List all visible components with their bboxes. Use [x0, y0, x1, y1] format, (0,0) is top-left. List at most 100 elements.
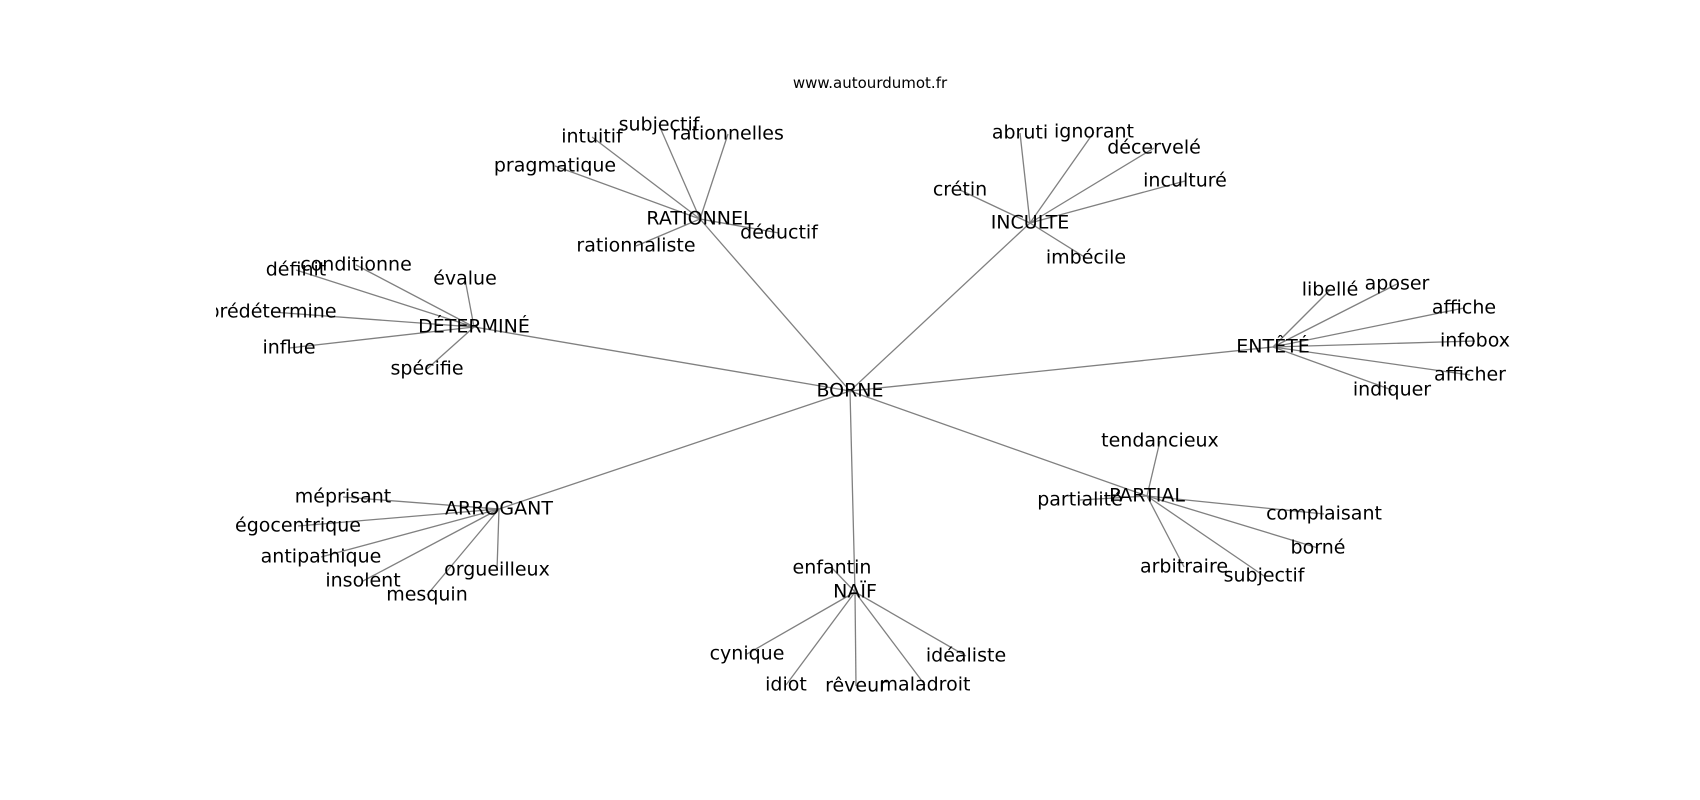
node-cluster-rationnel[interactable]: RATIONNEL — [646, 208, 754, 230]
edge-borne-naif — [849, 390, 856, 593]
edge-inculte-ignorant — [1029, 131, 1095, 224]
edge-borne-entete — [849, 346, 1274, 392]
edge-rationnel-subjectif-1 — [658, 124, 701, 220]
edge-borne-determine — [473, 326, 851, 392]
edge-entete-afficher — [1272, 346, 1471, 376]
node-center-borne[interactable]: BORNE — [816, 380, 883, 402]
node-leaf-tendancieux[interactable]: tendancieux — [1101, 430, 1219, 452]
node-leaf-cretin[interactable]: crétin — [933, 179, 987, 201]
node-leaf-mesquin[interactable]: mesquin — [386, 584, 468, 606]
edge-rationnel-deductif — [699, 218, 780, 234]
edge-determine-conditionne — [355, 264, 475, 328]
edge-rationnel-rationnaliste — [635, 218, 701, 247]
node-leaf-influe[interactable]: influe — [262, 337, 315, 359]
edge-inculte-inculture — [1029, 180, 1186, 224]
edge-entete-indiquer — [1272, 346, 1393, 391]
node-leaf-borne[interactable]: borné — [1291, 537, 1346, 559]
node-leaf-reveur[interactable]: rêveur — [825, 675, 887, 697]
edge-rationnel-intuitif — [591, 136, 701, 220]
node-leaf-deductif[interactable]: déductif — [740, 222, 819, 244]
node-leaf-abruti[interactable]: abruti — [992, 122, 1048, 144]
edge-entete-libelle — [1272, 289, 1331, 348]
node-leaf-indiquer[interactable]: indiquer — [1353, 379, 1431, 401]
node-leaf-enfantin[interactable]: enfantin — [793, 557, 872, 579]
node-leaf-rationnaliste[interactable]: rationnaliste — [576, 235, 695, 257]
site-url-label: www.autourdumot.fr — [793, 74, 948, 92]
edge-partial-tendancieux — [1146, 440, 1161, 497]
edge-borne-rationnel — [699, 218, 851, 392]
edge-partial-subjectif-2 — [1146, 495, 1265, 577]
edge-arrogant-insolent — [362, 508, 500, 582]
node-leaf-conditionne[interactable]: conditionne — [300, 254, 412, 276]
edge-borne-partial — [849, 390, 1148, 497]
edge-determine-specifie — [426, 326, 475, 370]
node-leaf-definit[interactable]: définit — [266, 259, 327, 281]
node-leaf-complaisant[interactable]: complaisant — [1266, 503, 1382, 525]
node-leaf-partialite[interactable]: partialité — [1037, 489, 1123, 511]
node-cluster-inculte[interactable]: INCULTE — [991, 212, 1070, 234]
edge-partial-borne — [1146, 495, 1319, 549]
edge-arrogant-meprisant — [342, 496, 500, 510]
edge-determine-influe — [288, 326, 475, 349]
edge-entete-affiche — [1272, 307, 1465, 348]
node-leaf-afficher[interactable]: afficher — [1434, 364, 1506, 386]
edge-partial-arbitraire — [1146, 495, 1185, 568]
node-leaf-aposer[interactable]: aposer — [1365, 273, 1430, 295]
node-leaf-subjectif-1[interactable]: subjectif — [619, 114, 701, 136]
node-cluster-entete[interactable]: ENTÊTÉ — [1236, 335, 1309, 358]
edge-arrogant-mesquin — [426, 508, 500, 596]
node-leaf-decervele[interactable]: décervelé — [1107, 137, 1201, 159]
node-leaf-rationnelles[interactable]: rationnelles — [672, 123, 784, 145]
edge-naif-idealiste — [854, 591, 967, 657]
node-leaf-predetermine[interactable]: prédétermine — [207, 301, 337, 323]
edge-arrogant-orgueilleux — [496, 508, 500, 571]
node-leaf-inculture[interactable]: inculturé — [1143, 170, 1227, 192]
node-leaf-evalue[interactable]: évalue — [433, 268, 497, 290]
edge-partial-partialite — [1079, 495, 1148, 501]
node-leaf-idiot[interactable]: idiot — [765, 674, 807, 696]
edge-partial-complaisant — [1146, 495, 1325, 515]
edge-determine-predetermine — [271, 311, 475, 328]
node-leaf-subjectif-2[interactable]: subjectif — [1224, 565, 1306, 587]
edge-arrogant-egocentrique — [297, 508, 500, 527]
edge-layer — [271, 124, 1476, 687]
node-cluster-partial[interactable]: PARTIAL — [1109, 485, 1185, 507]
node-leaf-idealiste[interactable]: idéaliste — [926, 645, 1006, 667]
edge-borne-inculte — [849, 222, 1031, 392]
node-leaf-intuitif[interactable]: intuitif — [561, 126, 624, 148]
edge-naif-idiot — [785, 591, 856, 686]
node-cluster-determine[interactable]: DÉTERMINÉ — [418, 315, 530, 338]
node-leaf-arbitraire[interactable]: arbitraire — [1140, 556, 1228, 578]
node-leaf-affiche[interactable]: affiche — [1432, 297, 1496, 319]
node-leaf-meprisant[interactable]: méprisant — [295, 486, 391, 508]
edge-entete-infobox — [1272, 340, 1476, 348]
node-leaf-maladroit[interactable]: maladroit — [880, 674, 971, 696]
edge-determine-evalue — [464, 278, 475, 328]
edge-naif-enfantin — [831, 567, 856, 593]
node-leaf-infobox[interactable]: infobox — [1440, 330, 1510, 352]
node-leaf-imbecile[interactable]: imbécile — [1046, 247, 1126, 269]
edge-inculte-cretin — [959, 189, 1031, 224]
node-leaf-antipathique[interactable]: antipathique — [261, 546, 382, 568]
edge-naif-maladroit — [854, 591, 926, 686]
edge-inculte-decervele — [1029, 147, 1155, 224]
node-leaf-cynique[interactable]: cynique — [710, 643, 785, 665]
node-leaf-specifie[interactable]: spécifie — [390, 358, 463, 380]
edge-naif-reveur — [854, 591, 857, 687]
node-leaf-orgueilleux[interactable]: orgueilleux — [444, 559, 550, 581]
node-cluster-naif[interactable]: NAÏF — [833, 580, 877, 603]
node-leaf-libelle[interactable]: libellé — [1302, 279, 1359, 301]
node-leaf-pragmatique[interactable]: pragmatique — [494, 155, 616, 177]
node-leaf-insolent[interactable]: insolent — [325, 570, 400, 592]
node-leaf-egocentrique[interactable]: égocentrique — [235, 515, 361, 537]
edge-determine-definit — [295, 269, 475, 328]
edge-inculte-abruti — [1019, 132, 1031, 224]
edge-rationnel-rationnelles — [699, 133, 729, 220]
edge-inculte-imbecile — [1029, 222, 1087, 259]
node-leaf-ignorant[interactable]: ignorant — [1054, 121, 1134, 143]
node-cluster-arrogant[interactable]: ARROGANT — [445, 498, 553, 520]
edge-borne-arrogant — [498, 390, 851, 510]
edge-naif-cynique — [746, 591, 856, 655]
